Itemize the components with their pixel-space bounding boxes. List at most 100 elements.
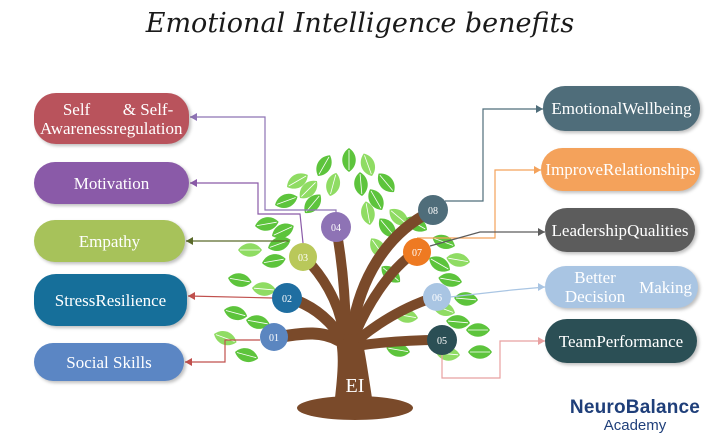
leaf-vein bbox=[380, 219, 395, 236]
left-connector-arrow bbox=[190, 179, 197, 187]
right-number-node bbox=[427, 325, 457, 355]
leaf-vein bbox=[247, 319, 268, 325]
leaf-vein bbox=[256, 221, 277, 227]
leaf-vein bbox=[288, 175, 307, 187]
leaf-vein bbox=[456, 297, 477, 301]
right-number-node bbox=[403, 238, 431, 266]
right-connector-arrow bbox=[536, 105, 543, 113]
benefit-label-line: Better Decision bbox=[564, 268, 626, 306]
left-benefit-motivation: Motivation bbox=[34, 162, 189, 204]
left-number-label: 04 bbox=[331, 223, 341, 234]
leaf-vein bbox=[225, 310, 246, 317]
leaf-vein bbox=[379, 174, 394, 191]
left-connector-line bbox=[187, 295, 274, 299]
right-connector-line bbox=[441, 340, 545, 379]
leaves-group bbox=[214, 148, 492, 363]
right-number-node bbox=[418, 195, 448, 225]
right-number-label: 05 bbox=[437, 336, 447, 347]
left-connector-arrow bbox=[186, 237, 193, 245]
leaf-vein bbox=[440, 277, 461, 283]
leaf-vein bbox=[370, 190, 382, 209]
leaf-vein bbox=[253, 287, 274, 291]
number-nodes: 04 03 02 01 08 07 06 05 bbox=[260, 195, 457, 355]
right-connector-line bbox=[449, 286, 546, 298]
leaf-vein bbox=[448, 257, 469, 263]
logo-line-1: NeuroBalance bbox=[569, 397, 701, 418]
leaf-vein bbox=[273, 226, 293, 236]
leaf-vein bbox=[359, 174, 363, 195]
left-connector-arrow bbox=[188, 292, 195, 300]
leaf-vein bbox=[448, 320, 469, 324]
benefit-label-line: Emotional bbox=[551, 99, 623, 118]
benefit-label-line: Social Skills bbox=[66, 352, 152, 372]
right-connector-line bbox=[429, 231, 545, 247]
benefit-label-line: Performance bbox=[596, 331, 684, 351]
left-benefit-self-awareness-self-regulation: Self Awareness& Self-regulation bbox=[34, 93, 189, 144]
benefit-label-line: Improve bbox=[545, 160, 604, 179]
leaf-vein bbox=[263, 258, 284, 264]
benefit-label-line: Team bbox=[558, 331, 597, 351]
benefit-label-line: Empathy bbox=[78, 231, 141, 251]
benefit-label-line: Stress bbox=[54, 290, 96, 310]
leaf-vein bbox=[364, 155, 372, 175]
brand-logo: NeuroBalance Academy bbox=[560, 398, 710, 434]
left-connector-line bbox=[190, 116, 337, 212]
left-connector-line bbox=[190, 182, 304, 244]
leaf-vein bbox=[301, 182, 316, 197]
left-connector-line bbox=[185, 339, 260, 363]
benefit-label-line: Relationships bbox=[603, 160, 696, 179]
branch-left-low bbox=[279, 327, 344, 346]
right-number-label: 08 bbox=[428, 206, 438, 217]
benefit-label-line: Making bbox=[639, 277, 692, 297]
leaf-vein bbox=[269, 240, 289, 248]
diagram-title: Emotional Intelligence benefits bbox=[145, 8, 575, 39]
right-connector-arrow bbox=[538, 228, 545, 236]
benefit-label-line: Motivation bbox=[73, 173, 150, 193]
logo-line-2: Academy bbox=[603, 417, 667, 434]
left-number-label: 03 bbox=[298, 253, 308, 264]
right-number-node bbox=[423, 283, 451, 311]
right-connector-arrow bbox=[538, 337, 545, 345]
benefit-label-line: & Self-regulation bbox=[113, 99, 183, 138]
right-number-label: 07 bbox=[412, 248, 422, 259]
benefit-label-line: Resilience bbox=[95, 290, 167, 310]
left-benefit-empathy: Empathy bbox=[34, 220, 185, 262]
left-number-node bbox=[260, 323, 288, 351]
trunk-label: EI bbox=[346, 375, 365, 397]
leaf-vein bbox=[318, 156, 330, 175]
left-number-node bbox=[272, 283, 302, 313]
left-number-label: 01 bbox=[269, 333, 279, 344]
right-number-label: 06 bbox=[432, 293, 442, 304]
leaf-vein bbox=[276, 197, 296, 205]
benefit-label-line: Qualities bbox=[627, 220, 689, 240]
leaf-vein bbox=[390, 210, 407, 225]
left-connector-arrow bbox=[185, 358, 192, 366]
right-connector-arrow bbox=[534, 166, 541, 174]
right-benefit-better-decision-making: Better Decision Making bbox=[545, 266, 698, 308]
leaf-vein bbox=[305, 195, 320, 212]
leaf-vein bbox=[330, 174, 337, 195]
connector-lines bbox=[185, 105, 546, 379]
benefit-label-line: Wellbeing bbox=[622, 99, 692, 118]
branch-right-top bbox=[346, 206, 436, 336]
left-number-label: 02 bbox=[282, 294, 292, 305]
leaf-vein bbox=[430, 258, 449, 270]
right-connector-line bbox=[445, 108, 543, 202]
left-number-node bbox=[289, 243, 317, 271]
left-benefit-social-skills: Social Skills bbox=[34, 343, 184, 381]
benefit-label-line: Leadership bbox=[551, 220, 628, 240]
leaf-vein bbox=[365, 203, 371, 224]
leaf-vein bbox=[236, 352, 257, 359]
leaf-vein bbox=[229, 277, 250, 283]
left-number-node bbox=[321, 212, 351, 242]
left-connector-arrow bbox=[190, 113, 197, 121]
right-connector-arrow bbox=[538, 283, 545, 291]
right-connector-line bbox=[417, 169, 541, 239]
